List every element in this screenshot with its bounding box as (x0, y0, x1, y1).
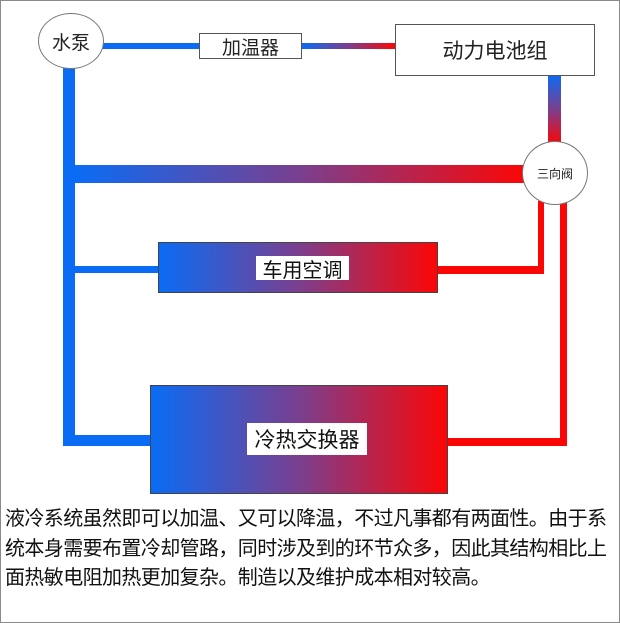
heater-label: 加温器 (221, 36, 279, 59)
battery-label: 动力电池组 (442, 39, 548, 63)
ac-label: 车用空调 (256, 256, 349, 282)
pipe-valve-return (75, 165, 525, 183)
pipe-valve-to-exchanger (560, 201, 567, 446)
heater-node: 加温器 (199, 33, 302, 59)
pipe-left-to-ac (75, 266, 159, 273)
pipe-exchanger-right (447, 438, 567, 446)
pipe-ac-right (437, 266, 544, 274)
pipe-pump-heater (101, 43, 201, 49)
pipe-valve-to-ac (538, 201, 544, 274)
pump-node: 水泵 (38, 13, 104, 69)
valve-label: 三向阀 (536, 166, 573, 181)
exchanger-label: 冷热交换器 (247, 423, 367, 455)
pipe-left-main (63, 67, 75, 446)
battery-node: 动力电池组 (395, 24, 595, 76)
valve-node: 三向阀 (522, 141, 588, 205)
pump-label: 水泵 (51, 31, 90, 54)
pipe-left-to-exchanger (63, 435, 151, 446)
description-text: 液冷系统虽然即可以加温、又可以降温，不过凡事都有两面性。由于系统本身需要布置冷却… (5, 506, 607, 589)
pipe-heater-battery (300, 43, 396, 49)
pipe-battery-valve (548, 74, 561, 144)
